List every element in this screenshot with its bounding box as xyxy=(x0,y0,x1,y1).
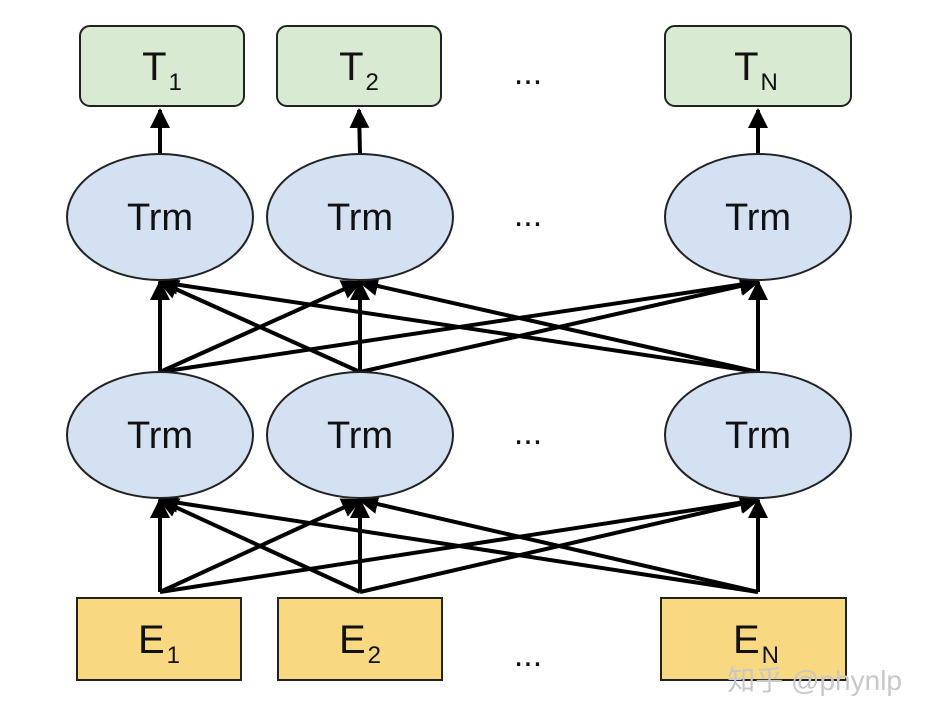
edge-layer1-3-to-layer2-1 xyxy=(158,274,759,374)
layer1-node-1: Trm xyxy=(66,371,254,499)
layer2-node-n: Trm xyxy=(664,153,852,281)
layer1-node-2: Trm xyxy=(266,371,454,499)
svg-text:TN: TN xyxy=(734,45,778,96)
layer2-node-1: Trm xyxy=(66,153,254,281)
watermark-text: 知乎 @phynlp xyxy=(727,665,902,696)
layer2-ellipsis: ... xyxy=(514,196,542,234)
layer1-node-2-label: Trm xyxy=(327,415,393,457)
layer2-node-1-label: Trm xyxy=(127,197,193,239)
layer2-node-n-label: Trm xyxy=(725,197,791,239)
input-embedding-n: EN xyxy=(660,597,847,681)
edge-layer1-2-to-layer2-1 xyxy=(158,280,361,374)
edge-input-3-to-layer1-1 xyxy=(158,492,759,594)
svg-text:EN: EN xyxy=(733,618,779,669)
input-embedding-n-label: E xyxy=(733,618,760,662)
edge-input-3-to-layer1-2 xyxy=(358,494,759,594)
layer2-node-2: Trm xyxy=(266,153,454,281)
inputs-ellipsis: ... xyxy=(514,636,542,674)
edge-layer1-3-to-layer2-2 xyxy=(358,276,759,374)
output-token-n: TN xyxy=(664,25,852,107)
svg-text:T2: T2 xyxy=(339,45,379,96)
svg-text:E1: E1 xyxy=(138,618,180,669)
edge-input-2-to-layer1-1 xyxy=(158,498,361,594)
input-embedding-1: E1 xyxy=(76,597,242,681)
layer1-node-n: Trm xyxy=(664,371,852,499)
output-token-2: T2 xyxy=(276,25,442,107)
input-embedding-1-label: E xyxy=(138,618,165,662)
input-embedding-1-subscript: 1 xyxy=(167,642,180,669)
output-token-2-subscript: 2 xyxy=(366,69,379,96)
input-embedding-n-subscript: N xyxy=(762,642,779,669)
svg-text:T1: T1 xyxy=(142,45,182,96)
layer1-node-n-label: Trm xyxy=(725,415,791,457)
layer1-node-1-label: Trm xyxy=(127,415,193,457)
input-embedding-2-label: E xyxy=(339,618,366,662)
output-token-2-label: T xyxy=(339,45,363,89)
input-embedding-2-subscript: 2 xyxy=(368,642,381,669)
layer1-ellipsis: ... xyxy=(514,414,542,452)
output-token-n-subscript: N xyxy=(761,69,778,96)
connections xyxy=(150,108,768,594)
output-token-n-label: T xyxy=(734,45,758,89)
edge-layer2-2-to-output-2 xyxy=(349,108,370,155)
outputs-ellipsis: ... xyxy=(514,54,542,92)
output-token-1-label: T xyxy=(142,45,166,89)
svg-text:E2: E2 xyxy=(339,618,381,669)
layer2-node-2-label: Trm xyxy=(327,197,393,239)
output-token-1-subscript: 1 xyxy=(169,69,182,96)
input-embedding-2: E2 xyxy=(277,597,443,681)
output-token-1: T1 xyxy=(79,25,245,107)
